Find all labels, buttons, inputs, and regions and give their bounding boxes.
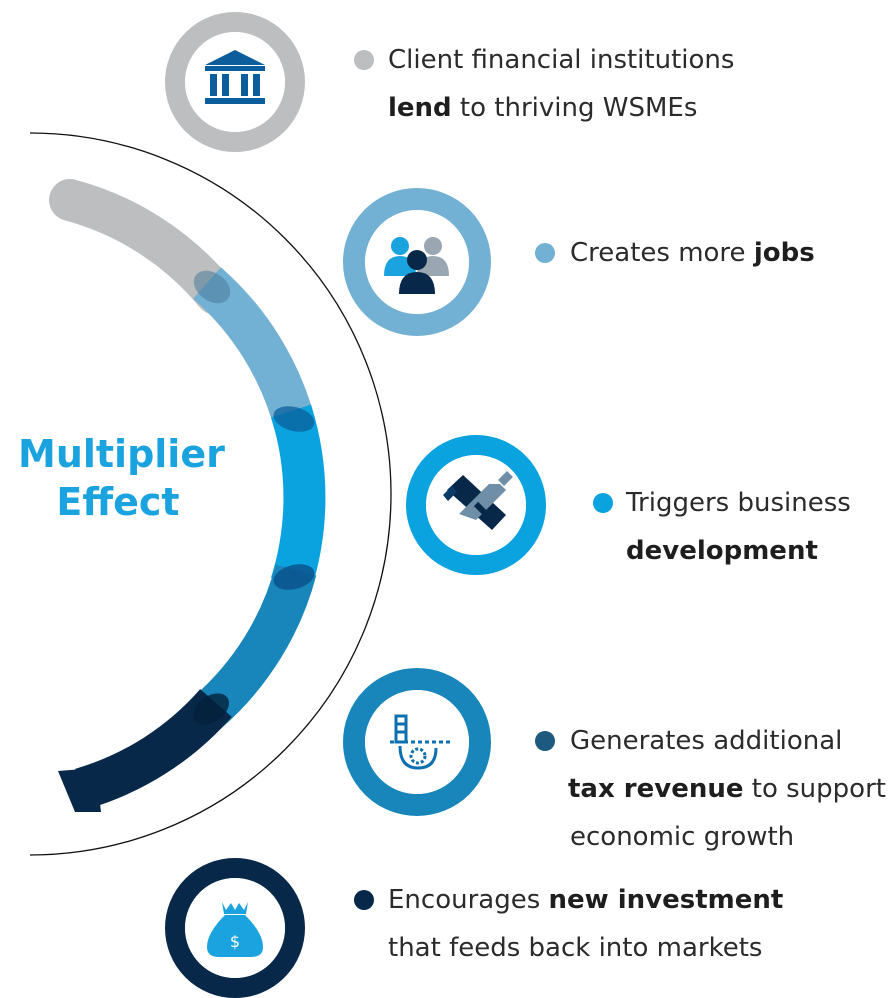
bullet-dot-development — [593, 493, 613, 513]
title-line-2: Effect — [56, 480, 180, 524]
tax-revenue-circle — [343, 668, 491, 816]
people-icon — [384, 237, 449, 294]
item-tax-line-3: economic growth — [570, 822, 795, 852]
handshake-circle — [406, 435, 546, 575]
handshake-icon — [443, 471, 513, 530]
bullet-dot-investment — [354, 890, 374, 910]
item-development: Triggers business development — [626, 479, 851, 575]
bullet-dot-lend — [354, 50, 374, 70]
item-lend: Client financial institutions lend to th… — [388, 36, 734, 132]
item-tax-bold: tax revenue — [568, 774, 744, 804]
item-development-bold: development — [626, 536, 818, 566]
item-jobs-text: Creates more — [570, 238, 754, 268]
bullet-dot-jobs — [535, 243, 555, 263]
arc-joints — [192, 270, 315, 725]
item-tax-revenue: Generates additional tax revenue to supp… — [568, 717, 886, 861]
item-development-line-1: Triggers business — [626, 488, 851, 518]
svg-text:$: $ — [230, 932, 240, 951]
item-lend-line-1: Client financial institutions — [388, 45, 735, 75]
item-lend-bold: lend — [388, 93, 452, 123]
outer-arc — [29, 132, 392, 856]
item-tax-line-2: to support — [743, 774, 886, 804]
bank-icon — [205, 50, 265, 104]
money-bag-icon: $ — [207, 902, 263, 957]
arc-segment-light-blue — [192, 267, 316, 431]
arc-segment-mid-blue — [193, 564, 317, 728]
item-lend-line-2: to thriving WSMEs — [451, 93, 698, 123]
bullet-dot-tax — [535, 731, 555, 751]
arc-segment-bright-blue — [270, 404, 326, 591]
item-jobs: Creates more jobs — [570, 229, 815, 277]
bank-circle — [165, 12, 305, 152]
tax-revenue-icon — [390, 714, 450, 770]
item-investment-bold: new investment — [548, 885, 784, 915]
diagram-title: Multiplier Effect — [18, 430, 225, 526]
item-jobs-bold: jobs — [753, 238, 815, 268]
people-circle — [343, 188, 491, 336]
item-investment-line-1: Encourages — [388, 885, 549, 915]
money-bag-circle: $ — [165, 858, 305, 998]
item-investment: Encourages new investment that feeds bac… — [388, 876, 783, 972]
item-tax-line-1: Generates additional — [570, 726, 843, 756]
arc-end-cap — [58, 768, 101, 812]
title-line-1: Multiplier — [18, 432, 225, 476]
item-investment-line-2: that feeds back into markets — [388, 933, 763, 963]
